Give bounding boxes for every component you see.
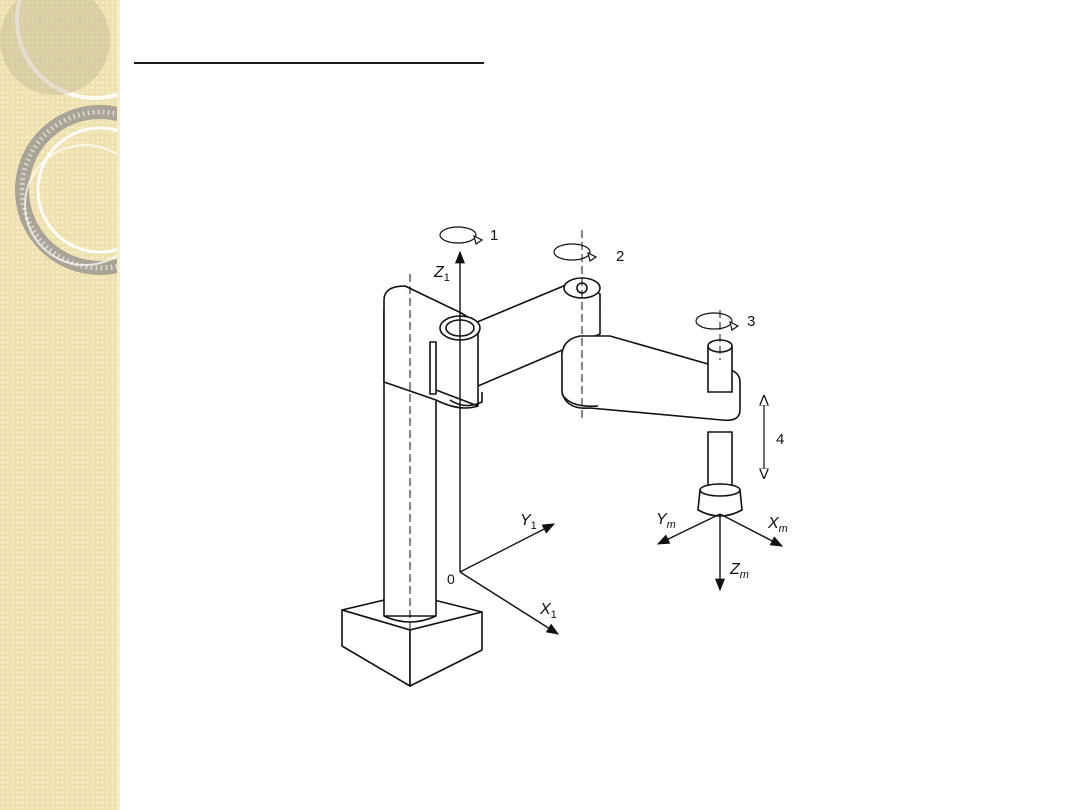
tool-frame-axes bbox=[656, 513, 784, 592]
y1-axis bbox=[459, 523, 556, 573]
scara-robot-diagram: 1 2 3 4 Z1 Y1 X1 0 Ym Xm Zm bbox=[341, 226, 788, 687]
joint-axes bbox=[409, 230, 721, 640]
origin-label: 0 bbox=[447, 571, 455, 587]
zm-label: Zm bbox=[729, 561, 749, 581]
x1-axis bbox=[459, 571, 560, 635]
ym-label: Ym bbox=[656, 511, 676, 531]
tool-shaft bbox=[697, 339, 743, 517]
link-2 bbox=[561, 335, 741, 422]
decorative-sidebar bbox=[0, 0, 120, 810]
joint-3-label: 3 bbox=[747, 313, 755, 330]
sidebar-edge bbox=[117, 0, 120, 810]
joint-4-label: 4 bbox=[776, 431, 784, 448]
shoulder-housing bbox=[383, 285, 483, 409]
xm-label: Xm bbox=[767, 515, 788, 535]
ym-axis bbox=[656, 513, 721, 545]
z1-label: Z1 bbox=[433, 264, 450, 284]
x1-label: X1 bbox=[539, 601, 557, 621]
joint-1-label: 1 bbox=[490, 227, 498, 244]
joint-2-label: 2 bbox=[616, 248, 624, 265]
joint-rotation-arrows bbox=[439, 226, 740, 331]
xm-axis bbox=[719, 513, 784, 547]
base-frame-axes bbox=[454, 250, 560, 635]
title-underline bbox=[134, 62, 484, 64]
y1-label: Y1 bbox=[520, 512, 537, 532]
sidebar-rings-decoration bbox=[0, 0, 120, 275]
